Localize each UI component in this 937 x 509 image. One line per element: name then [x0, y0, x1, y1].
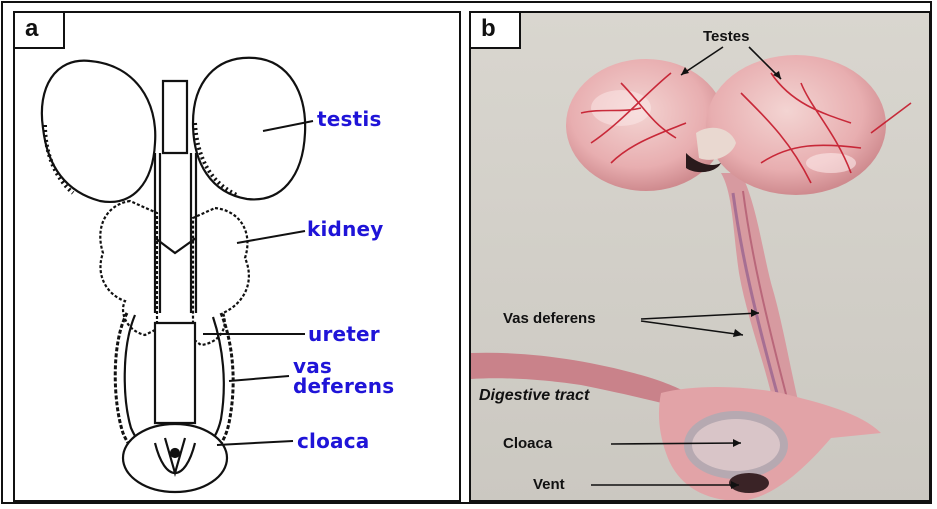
label-vas-deferens: Vas deferens [503, 311, 596, 326]
label-cloaca-photo: Cloaca [503, 436, 552, 451]
label-kidney: kidney [307, 219, 384, 239]
right-kidney-shape [193, 208, 249, 345]
label-digestive-tract: Digestive tract [479, 388, 589, 404]
label-vas: vas [293, 356, 332, 376]
central-vessel [163, 81, 187, 153]
panel-b-letter: b [469, 11, 521, 49]
label-deferens: deferens [293, 376, 394, 396]
label-cloaca: cloaca [297, 431, 370, 451]
reproductive-tract-drawing [15, 13, 461, 502]
label-ureter: ureter [308, 324, 380, 344]
label-testis: testis [317, 109, 382, 129]
panel-a-letter: a [13, 11, 65, 49]
label-vent: Vent [533, 477, 565, 492]
panel-b: b Testes Vas deferens Digestive tract Cl… [469, 11, 931, 502]
left-testis-shape [42, 61, 155, 202]
rectum-shape [155, 323, 195, 423]
specimen-photo [471, 13, 931, 502]
panel-a: a testis kidney ureter vas deferens cloa… [13, 11, 461, 502]
left-kidney-shape [100, 201, 157, 335]
right-testis-shape [193, 58, 305, 200]
right-testis-photo [706, 55, 886, 195]
label-testes: Testes [703, 29, 749, 44]
